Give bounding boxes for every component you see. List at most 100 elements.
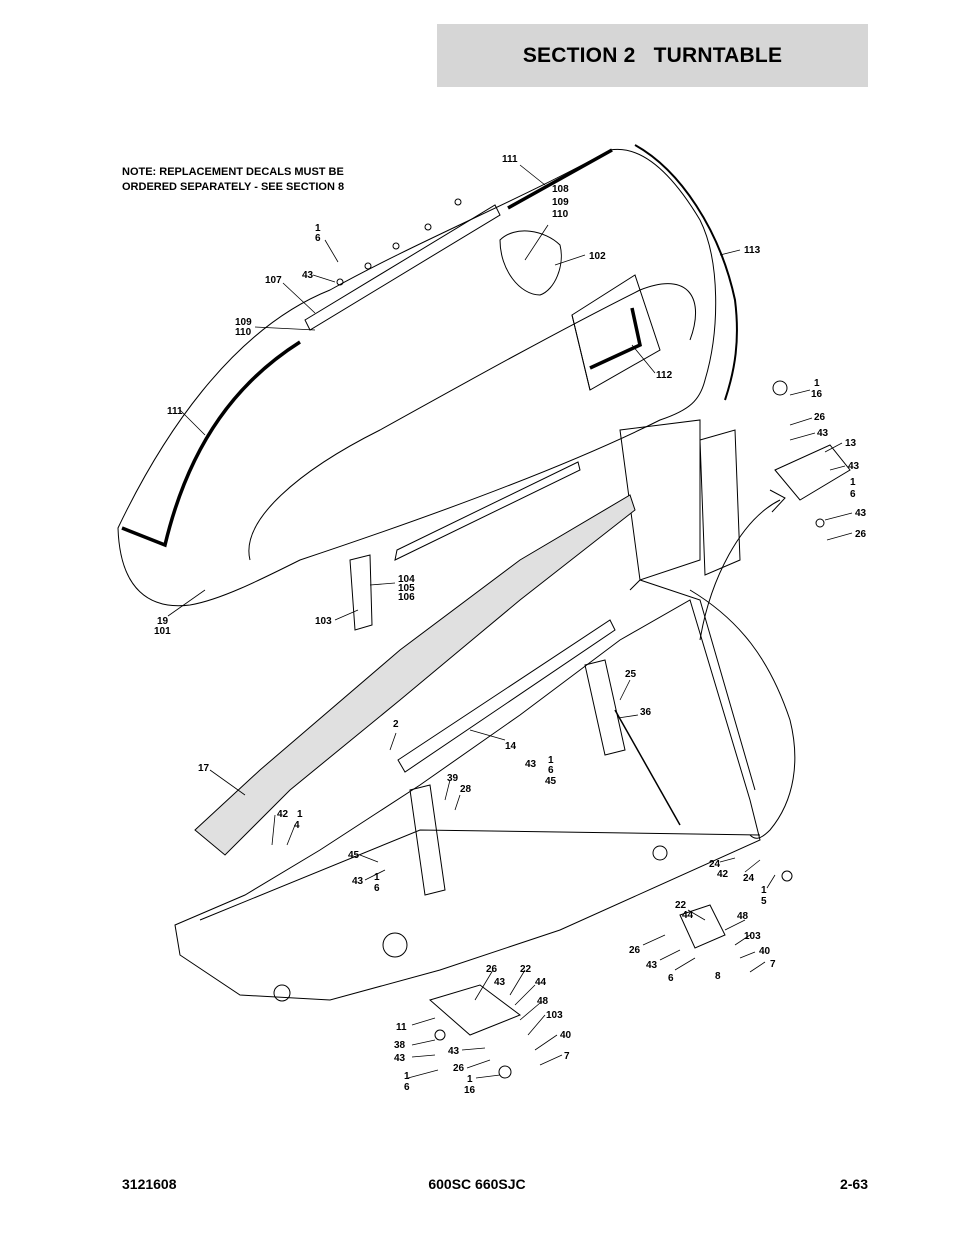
leader-line	[514, 984, 536, 1006]
fastener	[815, 518, 825, 528]
leader-line	[466, 1059, 491, 1069]
callout-label: 11	[396, 1022, 407, 1033]
section-header: SECTION 2 TURNTABLE	[437, 24, 868, 87]
leader-line	[789, 389, 811, 396]
callout-label: 103	[315, 616, 332, 627]
callout-label: 45	[545, 776, 557, 787]
counterweight	[689, 589, 796, 839]
callout-label: 28	[460, 784, 472, 795]
callout-label: 16	[464, 1085, 476, 1096]
leader-line	[766, 874, 776, 889]
fastener	[454, 198, 462, 206]
callout-label: 6	[404, 1082, 410, 1093]
leader-line	[739, 951, 756, 959]
callout-label: 42	[277, 809, 289, 820]
leader-line	[687, 909, 706, 921]
callout-label: 43	[525, 759, 537, 770]
callout-label: 107	[265, 275, 282, 286]
leader-line	[527, 1014, 546, 1036]
callout-label: 1	[548, 755, 554, 766]
footer-doc-number: 3121608	[122, 1176, 177, 1192]
callout-label: 1	[814, 378, 820, 389]
frame-floor	[199, 829, 761, 921]
hood-outline	[117, 148, 717, 607]
leader-line	[474, 969, 494, 1001]
fastener	[424, 223, 432, 231]
assembly-arrow	[699, 499, 781, 641]
leader-line	[209, 769, 246, 796]
leader-line	[469, 729, 506, 741]
leader-line	[271, 814, 276, 846]
leader-line	[509, 969, 526, 996]
fastener	[392, 242, 400, 250]
callout-label: 39	[447, 773, 459, 784]
decal-strip	[304, 204, 501, 331]
callout-label: 7	[564, 1051, 570, 1062]
leader-line	[719, 249, 741, 256]
leader-line	[619, 679, 631, 701]
decal-111-left	[121, 340, 301, 548]
frame-upright	[699, 429, 741, 576]
guard-panel	[194, 494, 636, 856]
fastener	[364, 262, 372, 270]
fastener	[772, 380, 788, 396]
leader-line	[642, 934, 666, 946]
callout-label: 25	[625, 669, 637, 680]
frame-hole	[273, 984, 291, 1002]
callout-label: 22	[675, 900, 687, 911]
callout-label: 24	[743, 873, 755, 884]
callout-label: 112	[656, 370, 673, 381]
leader-line	[411, 1054, 436, 1058]
leader-line	[824, 512, 853, 521]
callout-label: 38	[394, 1040, 406, 1051]
callout-label: 1	[761, 885, 767, 896]
leader-line	[389, 732, 397, 751]
support-bar	[397, 619, 616, 773]
leader-line	[824, 442, 843, 453]
leader-line	[364, 869, 386, 881]
callout-label: 43	[855, 508, 867, 519]
footer-page-number: 2-63	[839, 1176, 868, 1192]
leader-line	[789, 417, 813, 426]
callout-label: 26	[855, 529, 867, 540]
callout-label: 19	[157, 616, 169, 627]
callout-label: 45	[348, 850, 360, 861]
leader-line	[554, 254, 586, 266]
callout-label: 110	[552, 209, 569, 220]
callout-label: 48	[737, 911, 749, 922]
callout-label: 105	[398, 583, 415, 594]
note-line-1: NOTE: REPLACEMENT DECALS MUST BE	[122, 166, 344, 178]
leader-line	[369, 582, 396, 586]
callout-label: 6	[850, 489, 856, 500]
frame-wall	[629, 579, 756, 791]
side-panel	[619, 419, 701, 581]
callout-label: 8	[715, 971, 721, 982]
callout-label: 16	[811, 389, 823, 400]
fastener	[781, 870, 793, 882]
callout-label: 1	[315, 223, 321, 234]
frame-outline	[174, 599, 761, 1001]
leader-line	[829, 465, 846, 471]
decal-note: NOTE: REPLACEMENT DECALS MUST BE ORDERED…	[122, 165, 344, 195]
callout-label: 44	[535, 977, 547, 988]
callout-label: 103	[744, 931, 761, 942]
bracket-left	[409, 784, 446, 896]
callout-label: 26	[814, 412, 826, 423]
callout-label: 43	[494, 977, 506, 988]
hood-groove	[394, 461, 581, 561]
callout-label: 26	[629, 945, 641, 956]
callout-label: 109	[235, 317, 252, 328]
leader-line	[789, 432, 816, 441]
leader-line	[826, 532, 853, 541]
callout-label: 1	[297, 809, 303, 820]
callout-label: 43	[394, 1053, 406, 1064]
callout-label: 1	[850, 477, 856, 488]
bracket-mid	[679, 904, 726, 949]
note-line-2: ORDERED SEPARATELY - SEE SECTION 8	[122, 181, 345, 193]
callout-label: 102	[589, 251, 606, 262]
callout-label: 113	[744, 245, 761, 256]
footer-model: 600SC 660SJC	[428, 1176, 526, 1192]
assembly-arrow-head	[769, 489, 786, 513]
callout-label: 44	[682, 910, 694, 921]
